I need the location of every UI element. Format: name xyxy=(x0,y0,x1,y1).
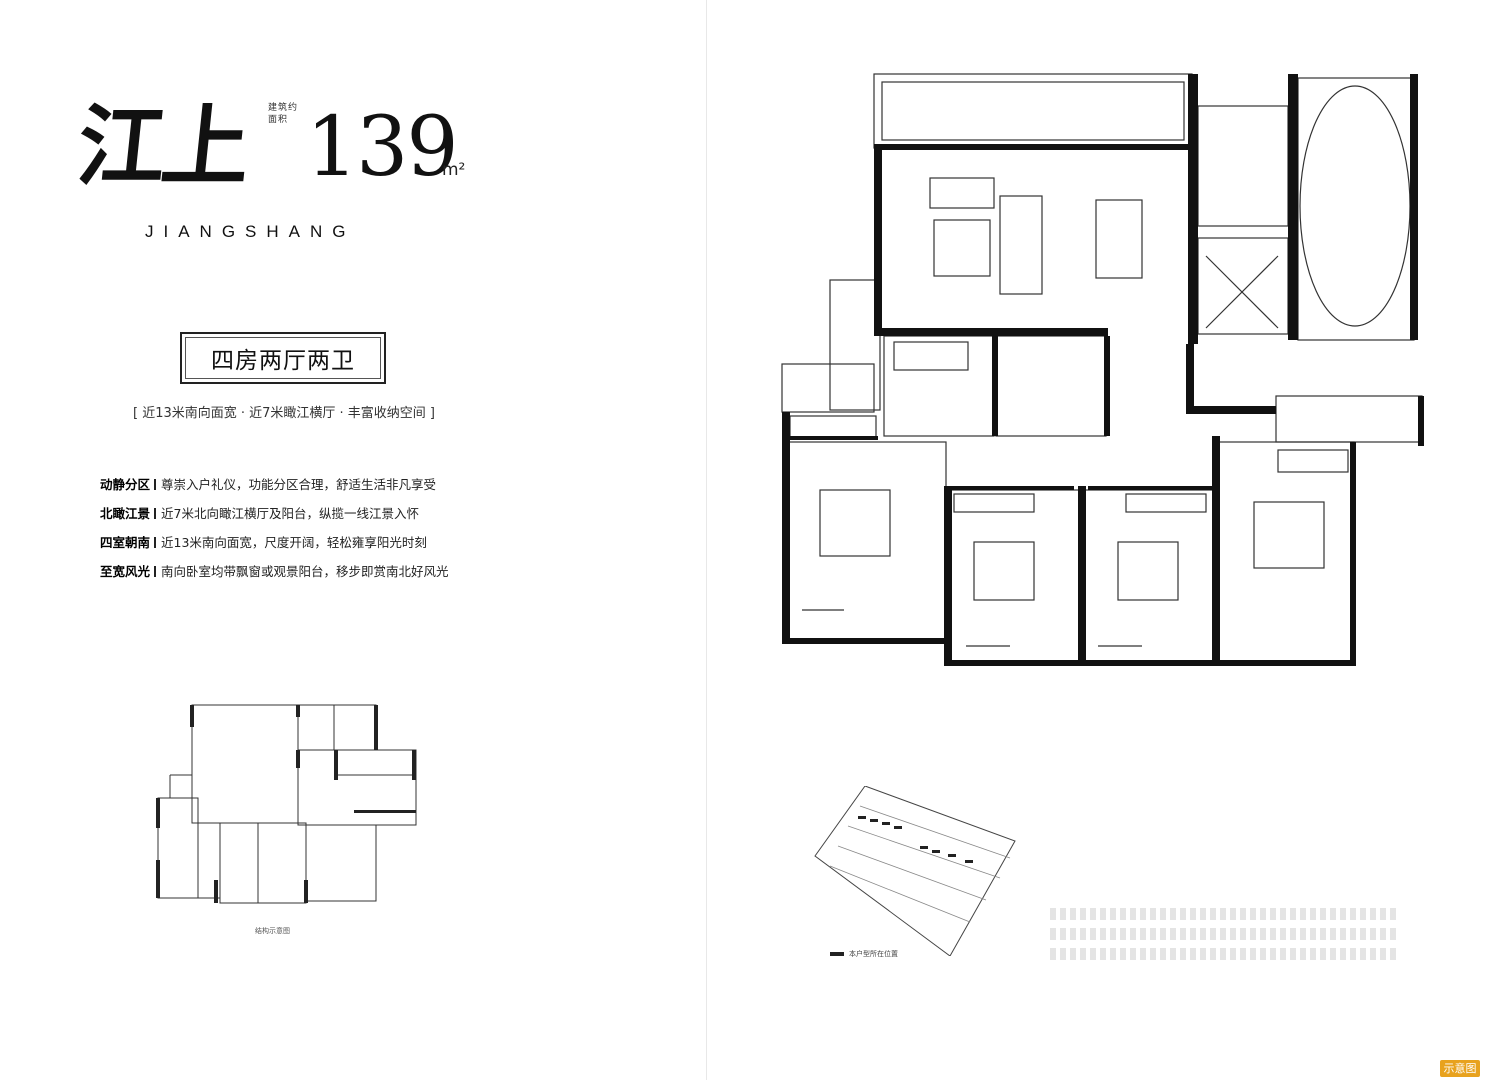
separator xyxy=(154,508,157,519)
tagline: [ 近13米南向面宽 · 近7米瞰江横厅 · 丰富收纳空间 ] xyxy=(132,406,435,421)
title-block: 江上 建筑约面积 139 m² xyxy=(73,94,498,206)
layout-type-box: 四房两厅两卫 xyxy=(180,332,386,384)
page-fold xyxy=(706,0,707,1080)
feature-text: 南向卧室均带飘窗或观景阳台，移步即赏南北好风光 xyxy=(161,564,449,579)
feature-label: 北瞰江景 xyxy=(100,506,151,521)
separator xyxy=(154,566,157,577)
feature-text: 近7米北向瞰江横厅及阳台，纵揽一线江景入怀 xyxy=(161,506,419,521)
feature-item: 动静分区尊崇入户礼仪，功能分区合理，舒适生活非凡享受 xyxy=(100,474,490,503)
faint-text-block xyxy=(1050,908,1398,968)
area-unit: m² xyxy=(442,160,466,180)
feature-item: 至宽风光南向卧室均带飘窗或观景阳台，移步即赏南北好风光 xyxy=(100,561,490,590)
legend-swatch xyxy=(830,952,844,956)
illustration-stamp: 示意图 xyxy=(1440,1060,1480,1077)
structure-caption: 结构示意图 xyxy=(255,927,290,935)
feature-text: 尊崇入户礼仪，功能分区合理，舒适生活非凡享受 xyxy=(161,477,437,492)
legend-text: 本户型所在位置 xyxy=(849,950,898,958)
feature-label: 至宽风光 xyxy=(100,564,151,579)
area-number: 139 xyxy=(306,100,459,195)
separator xyxy=(154,537,157,548)
floor-plan xyxy=(781,73,1424,666)
faint-line xyxy=(1050,948,1398,960)
site-plan xyxy=(814,786,1016,956)
faint-line xyxy=(1050,928,1398,940)
feature-item: 北瞰江景近7米北向瞰江横厅及阳台，纵揽一线江景入怀 xyxy=(100,503,490,532)
feature-list: 动静分区尊崇入户礼仪，功能分区合理，舒适生活非凡享受 北瞰江景近7米北向瞰江横厅… xyxy=(100,474,490,590)
area-label: 建筑约面积 xyxy=(268,103,299,125)
layout-type: 四房两厅两卫 xyxy=(185,337,381,379)
feature-label: 动静分区 xyxy=(100,477,151,492)
feature-text: 近13米南向面宽，尺度开阔，轻松雍享阳光时刻 xyxy=(161,535,427,550)
project-pinyin: JIANGSHANG xyxy=(145,222,356,241)
feature-label: 四室朝南 xyxy=(100,535,151,550)
feature-item: 四室朝南近13米南向面宽，尺度开阔，轻松雍享阳光时刻 xyxy=(100,532,490,561)
faint-line xyxy=(1050,908,1398,920)
structure-diagram xyxy=(156,704,417,904)
separator xyxy=(154,479,157,490)
project-name: 江上 xyxy=(72,94,252,198)
